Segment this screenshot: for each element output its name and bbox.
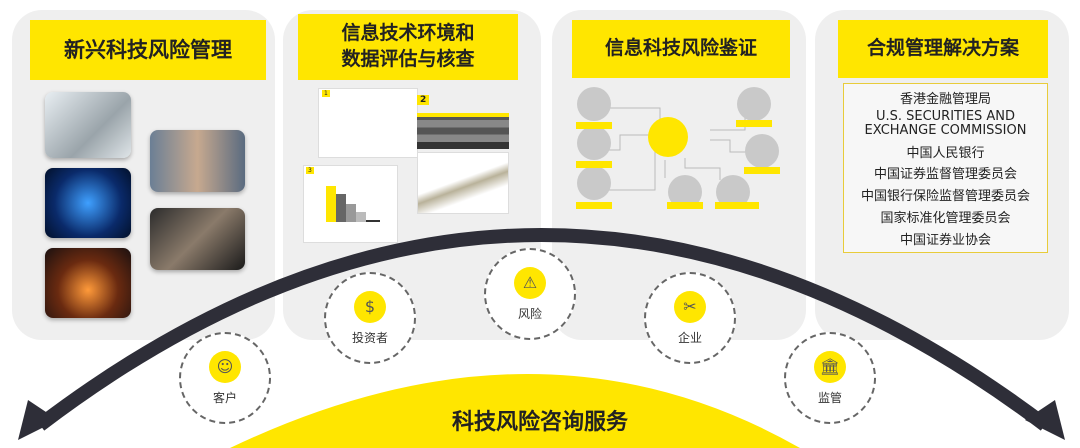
table-thumbnail xyxy=(417,113,509,149)
panel-title: 信息技术环境和 数据评估与核查 xyxy=(298,14,518,80)
regulator-item: 中国银行保险监督管理委员会 xyxy=(860,189,1030,205)
panel-title-line: 信息技术环境和 xyxy=(341,22,475,45)
cloud-node-icon xyxy=(737,87,771,121)
node-tag xyxy=(736,120,772,127)
regulator-item: 中国证券业协会 xyxy=(899,232,991,248)
regulator-item-line: EXCHANGE COMMISSION xyxy=(864,123,1027,139)
step-number: 2 xyxy=(417,95,430,105)
panel-title: 信息科技风险鉴证 xyxy=(572,20,790,78)
node-tag xyxy=(576,161,612,168)
regulator-list: 香港金融管理局 U.S. SECURITIES AND EXCHANGE COM… xyxy=(843,83,1048,253)
arrow-head-right xyxy=(1025,400,1065,440)
curved-arrow xyxy=(35,228,1050,431)
yellow-mound xyxy=(230,374,800,448)
money-icon: $ xyxy=(354,290,386,323)
stakeholder-label: 投资者 xyxy=(351,330,388,345)
regulator-item-line: U.S. SECURITIES AND xyxy=(875,109,1016,125)
hexagon-network-photo xyxy=(45,168,131,238)
folder-node-icon xyxy=(577,126,611,160)
stakeholder-client: ☺ 客户 xyxy=(179,332,271,424)
people-node-icon xyxy=(745,134,779,168)
building-hub-icon xyxy=(648,117,688,157)
bar xyxy=(356,212,366,222)
cloud-tech-photo xyxy=(45,248,131,318)
mortar-node-icon xyxy=(577,87,611,121)
regulator-item: 中国人民银行 xyxy=(906,145,985,161)
bar xyxy=(326,186,336,222)
tools-icon: ✂ xyxy=(674,290,706,323)
node-tag xyxy=(744,167,780,174)
panel-title: 新兴科技风险管理 xyxy=(30,20,266,80)
panel-title-line: 数据评估与核查 xyxy=(341,48,475,70)
node-tag xyxy=(576,122,612,129)
stakeholder-label: 客户 xyxy=(212,390,237,405)
panel-title: 合规管理解决方案 xyxy=(838,20,1048,78)
stakeholder-regulator: 🏛 监管 xyxy=(784,332,876,424)
stakeholder-label: 监管 xyxy=(817,390,842,405)
bar xyxy=(336,194,346,222)
regulator-item: 国家标准化管理委员会 xyxy=(880,210,1011,226)
bar xyxy=(346,204,356,222)
regulator-item: 香港金融管理局 xyxy=(899,92,991,108)
bar xyxy=(366,220,380,222)
regulator-item: U.S. SECURITIES AND EXCHANGE COMMISSION xyxy=(864,109,1027,139)
car-driver-photo xyxy=(150,208,245,270)
stakeholder-label: 企业 xyxy=(677,330,702,345)
center-title: 科技风险咨询服务 xyxy=(451,410,628,435)
node-tag xyxy=(715,202,759,209)
stakeholder-enterprise: ✂ 企业 xyxy=(644,272,736,364)
stakeholder-investor: $ 投资者 xyxy=(324,272,416,364)
robot-photo xyxy=(45,92,131,158)
node-tag xyxy=(667,202,703,209)
stakeholder-risk: ⚠ 风险 xyxy=(484,248,576,340)
regulator-item: 中国证券监督管理委员会 xyxy=(873,167,1017,183)
woman-hologram-photo xyxy=(150,130,245,192)
bar-chart-thumbnail: 3 xyxy=(303,165,398,243)
warning-icon: ⚠ xyxy=(514,266,546,299)
step2-label: 2 xyxy=(417,95,507,109)
step-number: 1 xyxy=(322,90,330,97)
bank-icon: 🏛 xyxy=(814,350,846,383)
node-tag xyxy=(576,202,612,209)
truck-node-icon xyxy=(577,166,611,200)
stakeholder-label: 风险 xyxy=(517,306,542,321)
people-icon: ☺ xyxy=(209,350,241,383)
arrow-head-left xyxy=(18,400,58,440)
step-number: 3 xyxy=(306,167,314,174)
regression-thumbnail xyxy=(417,152,509,214)
